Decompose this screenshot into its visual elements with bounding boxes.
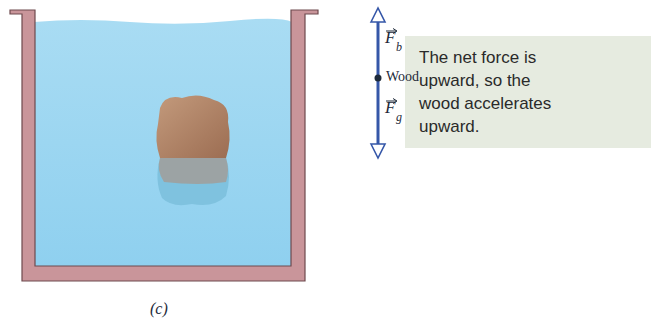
wood-submerged-tint	[159, 158, 228, 184]
wood-block	[156, 95, 229, 158]
wood-submerged	[157, 158, 229, 205]
buoyant-force-arrow	[377, 20, 380, 78]
gravity-force-arrow	[377, 78, 380, 146]
callout-box: The net force is upward, so the wood acc…	[405, 36, 651, 148]
container-wall	[10, 10, 318, 281]
arrow-head	[371, 144, 385, 158]
force-symbol: F	[385, 29, 395, 46]
arrow-head	[371, 8, 385, 22]
callout-text: The net force is upward, so the wood acc…	[419, 46, 569, 138]
force-symbol: F	[385, 99, 395, 116]
force-dot	[375, 75, 382, 82]
force-subscript: b	[396, 41, 402, 53]
object-label: Wood	[386, 70, 419, 84]
water	[34, 19, 292, 266]
force-subscript: g	[396, 111, 402, 123]
figure-caption: (c)	[150, 300, 168, 318]
